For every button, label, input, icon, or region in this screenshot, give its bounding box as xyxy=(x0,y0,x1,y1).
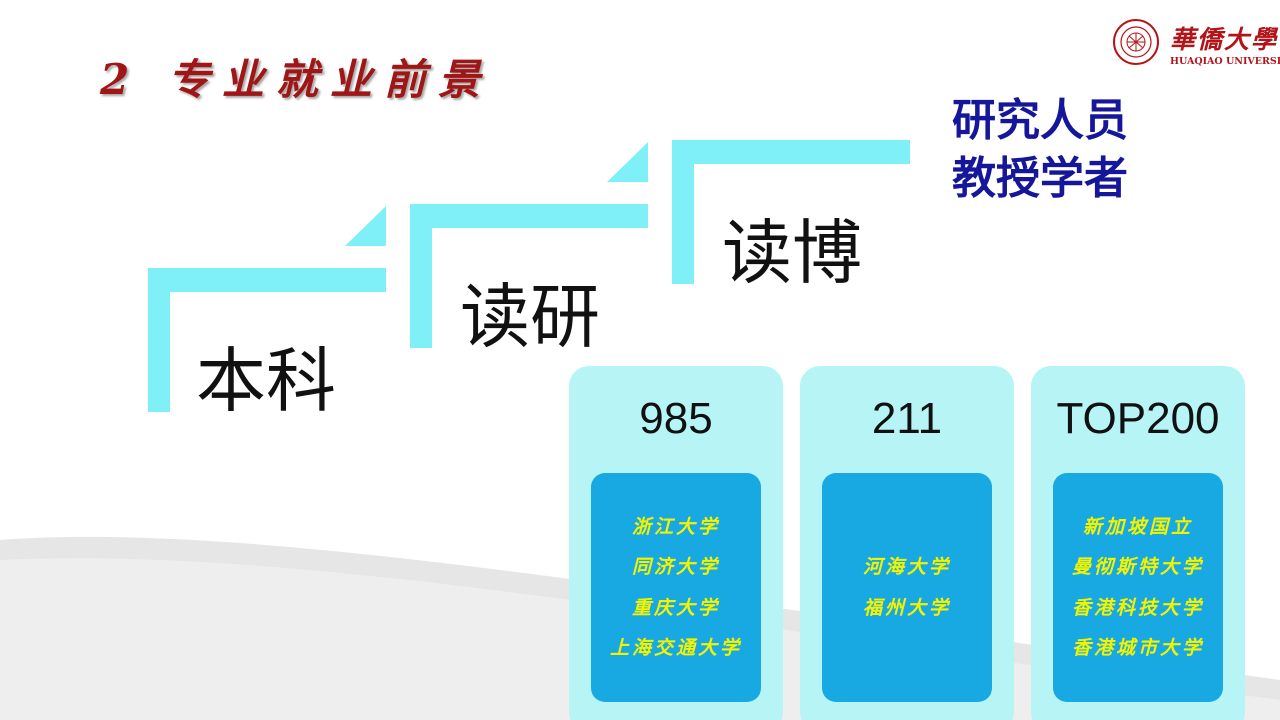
stair-label-doctor: 读博 xyxy=(722,212,862,294)
stair-bracket-1 xyxy=(148,206,386,412)
university-item: 河海大学 xyxy=(862,556,951,578)
university-item: 同济大学 xyxy=(631,556,720,578)
university-seal-icon xyxy=(1113,19,1159,65)
career-outcome-line-1: 研究人员 xyxy=(952,95,1128,146)
stair-bracket-3 xyxy=(672,140,910,284)
stair-label-master: 读研 xyxy=(460,276,600,358)
university-item: 浙江大学 xyxy=(631,515,720,538)
card-title: 985 xyxy=(639,394,713,443)
card-top200: TOP200 新加坡国立 曼彻斯特大学 香港科技大学 香港城市大学 xyxy=(1031,366,1245,720)
card-985: 985 浙江大学 同济大学 重庆大学 上海交通大学 xyxy=(569,366,783,720)
university-item: 新加坡国立 xyxy=(1082,515,1193,538)
university-item: 香港科技大学 xyxy=(1071,596,1204,619)
university-item: 香港城市大学 xyxy=(1071,637,1204,659)
slide-title: 2 专业就业前景 xyxy=(100,55,492,104)
stair-bracket-2 xyxy=(410,142,648,348)
university-list: 新加坡国立 曼彻斯特大学 香港科技大学 香港城市大学 xyxy=(1053,473,1223,702)
logo-chinese-name: 華僑大學 xyxy=(1170,25,1279,54)
card-title: 211 xyxy=(871,394,943,443)
university-list: 河海大学 福州大学 xyxy=(822,473,992,702)
university-item: 曼彻斯特大学 xyxy=(1071,556,1204,578)
career-outcome-line-2: 教授学者 xyxy=(952,153,1128,204)
university-list: 浙江大学 同济大学 重庆大学 上海交通大学 xyxy=(591,473,761,702)
university-item: 福州大学 xyxy=(862,596,951,619)
card-211: 211 河海大学 福州大学 xyxy=(800,366,1014,720)
university-item: 重庆大学 xyxy=(631,596,720,619)
logo-english-name: HUAQIAO UNIVERSITY xyxy=(1170,56,1280,67)
university-logo: 華僑大學 HUAQIAO UNIVERSITY xyxy=(1108,14,1280,76)
card-title: TOP200 xyxy=(1056,394,1220,443)
career-outcome: 研究人员 教授学者 xyxy=(952,92,1128,208)
university-item: 上海交通大学 xyxy=(609,637,742,659)
stair-label-bachelor: 本科 xyxy=(196,340,336,422)
